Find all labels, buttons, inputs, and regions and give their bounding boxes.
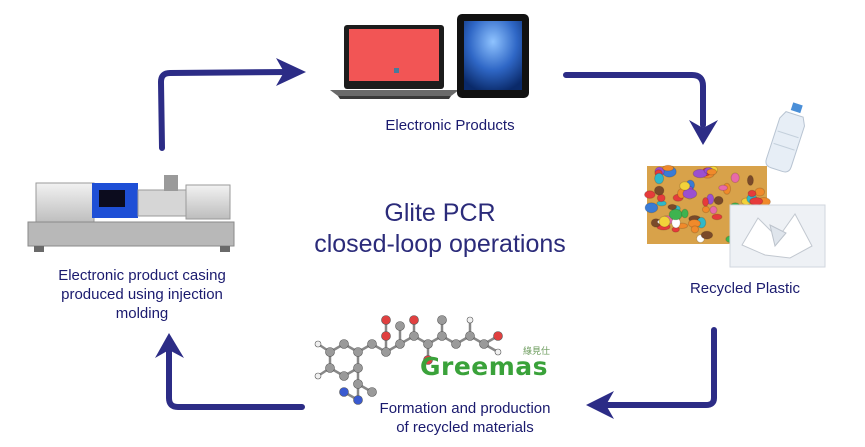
arrow-to-formation	[597, 327, 717, 408]
casing-label: Electronic product casing produced using…	[58, 267, 226, 322]
arrowhead-left	[586, 391, 614, 419]
arrowhead-right	[276, 58, 306, 86]
greemas-chinese-name: 綠見仕	[523, 346, 551, 356]
arrow-heads	[155, 58, 718, 419]
electronic-products-label: Electronic Products	[385, 117, 515, 134]
center-title: Glite PCR closed-loop operations	[285, 198, 595, 260]
cycle-arrows	[158, 69, 717, 410]
greemas-logo: Greemas 綠見仕	[420, 346, 551, 381]
crushed-plastic-image	[729, 204, 826, 268]
injection-molding-machine-image	[27, 175, 235, 252]
formation-label: Formation and production of recycled mat…	[379, 400, 551, 436]
molecule-image	[314, 315, 503, 405]
arrow-to-products	[158, 69, 293, 151]
arrow-to-casing	[166, 345, 305, 410]
plastic-bottle-icon	[765, 102, 805, 173]
laptop-icon	[330, 25, 459, 99]
center-title-line1: Glite PCR	[384, 199, 496, 227]
center-title-line2: closed-loop operations	[314, 230, 566, 258]
tablet-icon	[457, 14, 529, 98]
arrowhead-up	[155, 333, 184, 358]
arrow-to-recycled-plastic	[563, 72, 706, 128]
arrowhead-down	[689, 120, 718, 145]
recycled-plastic-label: Recycled Plastic	[689, 280, 801, 297]
